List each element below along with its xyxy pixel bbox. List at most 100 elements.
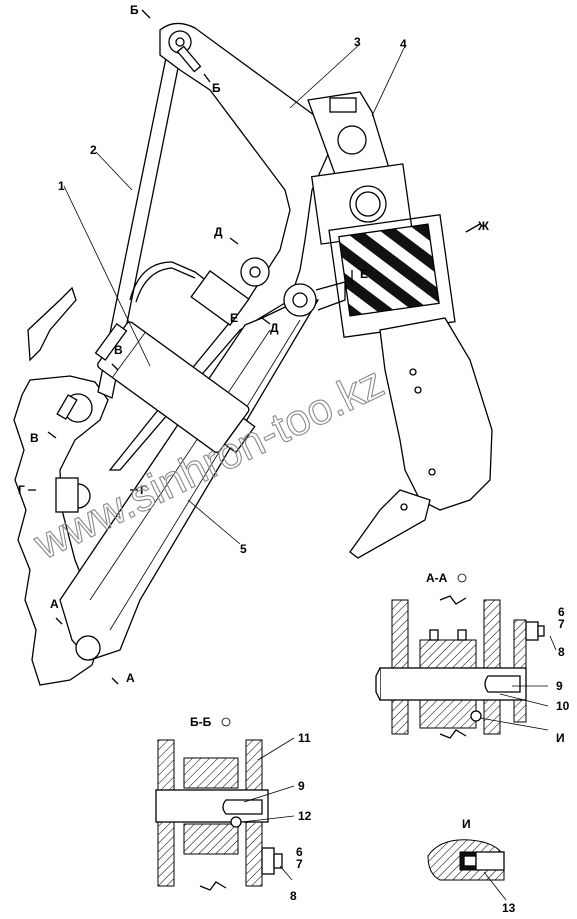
section-arrow-v-top	[111, 363, 119, 371]
cylinder-cap	[190, 270, 250, 326]
bb-callout-11: 11	[298, 731, 311, 745]
shank-bolt-3	[428, 468, 436, 476]
leader-bb-11	[257, 737, 295, 761]
detail-i-pin	[475, 851, 505, 871]
mark-zh: Ж	[477, 219, 489, 233]
aa-hub-bottom	[419, 699, 477, 729]
leader-i-13	[483, 871, 507, 901]
aa-callout-7: 7	[558, 617, 565, 631]
leader-aa-10	[499, 693, 549, 707]
shank-bolt-2	[414, 386, 422, 394]
bb-callout-7: 7	[296, 857, 303, 871]
frame-fragment	[27, 286, 77, 362]
holder-hole	[337, 125, 367, 155]
section-arrow-v-bottom	[47, 431, 57, 439]
mark-v-top: В	[114, 343, 123, 357]
main-view: 1 2 3 4 5 Б Б Д Д Е Е В В Г Г А А Ж	[13, 3, 493, 686]
pivot-g-block	[55, 477, 79, 513]
aa-hub-lip-1	[429, 629, 439, 641]
leader-2	[95, 151, 133, 191]
aa-bolt-washer	[537, 625, 545, 637]
leader-5	[187, 499, 241, 545]
section-bb: Б-Б 11 9 12 6 7 8	[155, 715, 312, 903]
holder-eye-link	[315, 281, 346, 311]
bb-callout-6: 6	[296, 845, 303, 859]
hose-inner	[135, 267, 196, 303]
aa-callout-9: 9	[556, 679, 563, 693]
bb-callout-9: 9	[298, 779, 305, 793]
bb-bolt-washer	[273, 853, 283, 869]
callout-1: 1	[58, 179, 65, 193]
section-arrow-d-bottom	[261, 317, 271, 325]
cylinder-eye-top-hole	[249, 266, 261, 278]
lower-pin	[75, 635, 101, 661]
mark-a-top: А	[50, 597, 59, 611]
detail-i-callout-13: 13	[502, 901, 516, 915]
aa-plate-right	[483, 599, 501, 735]
bb-pin-grease	[222, 799, 263, 815]
section-aa-symbol	[457, 573, 467, 583]
shank-bolt-1	[409, 368, 417, 376]
leader-3	[289, 43, 361, 109]
ripper-shank	[379, 317, 493, 511]
ripper-tip	[349, 489, 431, 559]
leader-4	[371, 47, 405, 117]
holder-bracket	[329, 97, 357, 113]
view-arrow-zh	[465, 223, 481, 233]
top-pin-keeper	[176, 45, 202, 73]
leader-1	[63, 185, 151, 367]
mark-d-bottom: Д	[270, 321, 279, 335]
aa-plate-left	[391, 599, 409, 735]
mark-v-bottom: В	[30, 431, 39, 445]
mark-b-top: Б	[130, 3, 139, 17]
callout-4: 4	[400, 37, 407, 51]
section-arrow-a-bottom	[111, 677, 119, 685]
aa-callout-6: 6	[558, 605, 565, 619]
callout-2: 2	[90, 143, 97, 157]
aa-hub-lip-2	[457, 629, 467, 641]
section-arrow-b-bottom	[203, 73, 211, 83]
aa-break-line	[439, 595, 467, 605]
warning-plate	[338, 223, 440, 317]
detail-i-seal-core	[463, 855, 477, 867]
detail-i-title: И	[462, 817, 471, 831]
top-pin-hole	[175, 37, 185, 47]
leader-bb-9	[243, 785, 295, 803]
aa-break-line-bottom	[439, 729, 467, 739]
mark-g-right: Г	[140, 483, 147, 497]
leader-bb-12	[241, 815, 295, 823]
section-aa: А-А 6 7 8 9 10 И	[375, 571, 570, 745]
aa-seal-i	[470, 710, 482, 722]
holder-eye-hole	[292, 292, 308, 308]
section-arrow-b-top	[141, 9, 151, 19]
aa-callout-i: И	[556, 731, 565, 745]
mark-b-bottom: Б	[212, 81, 221, 95]
bb-hub-bottom	[183, 823, 239, 855]
bb-break-line	[199, 881, 227, 891]
detail-i: И 13	[427, 817, 516, 915]
aa-bolt-head	[525, 621, 539, 641]
aa-callout-10: 10	[556, 699, 570, 713]
leader-aa-i	[479, 717, 549, 731]
pivot-v-keeper	[56, 394, 78, 420]
section-bb-title: Б-Б	[190, 715, 212, 729]
section-aa-title: А-А	[426, 571, 448, 585]
bb-seal	[230, 816, 242, 828]
leader-aa-8	[549, 635, 557, 651]
bb-callout-12: 12	[298, 809, 312, 823]
section-arrow-d-top	[229, 237, 239, 245]
section-bb-symbol	[221, 717, 231, 727]
mark-a-bottom: А	[126, 671, 135, 685]
aa-callout-8: 8	[558, 645, 565, 659]
mark-e-left: Е	[230, 311, 238, 325]
leader-bb-8	[279, 865, 293, 881]
mark-g-left: Г	[18, 483, 25, 497]
hose	[129, 261, 209, 301]
bb-hub-top	[183, 757, 239, 789]
aa-pin-grease	[484, 675, 521, 693]
mark-d-top: Д	[214, 225, 223, 239]
mark-e-right: Е	[360, 267, 368, 281]
callout-3: 3	[354, 35, 361, 49]
holder-pin-inner	[355, 191, 381, 217]
